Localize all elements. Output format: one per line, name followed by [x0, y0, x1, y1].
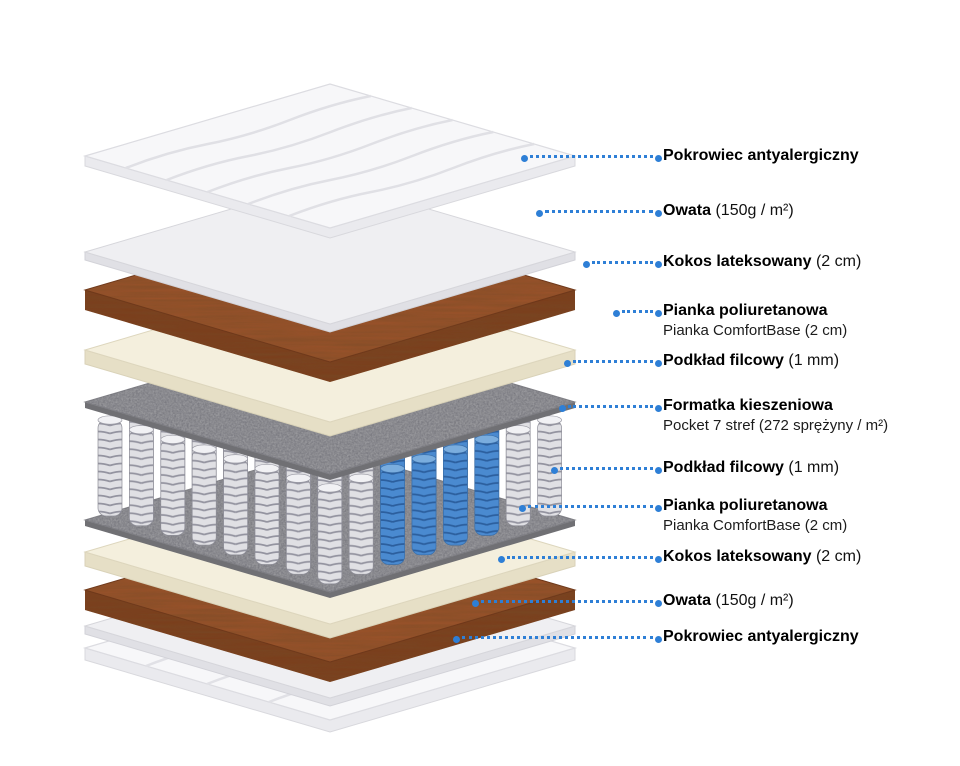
layer-label: Owata: [663, 592, 712, 609]
leader-line: [583, 261, 662, 268]
layer-label: Kokos lateksowany: [663, 548, 812, 565]
leader-line: [519, 505, 662, 512]
leader-line: [564, 360, 662, 367]
leader-line: [498, 556, 662, 563]
layer-detail: (2 cm): [815, 253, 862, 270]
layer-label: Pianka poliuretanowa: [663, 302, 828, 319]
mattress-illustration: [82, 83, 578, 733]
layer-detail: (2 cm): [815, 548, 862, 565]
layer-sublabel: Pianka ComfortBase (2 cm): [663, 322, 848, 339]
leader-line: [472, 600, 662, 607]
layer-detail: (150g / m²): [715, 202, 794, 219]
leader-line: [559, 405, 662, 412]
layer-label: Pianka poliuretanowa: [663, 497, 828, 514]
layer-label: Owata: [663, 202, 712, 219]
layer-sublabel: Pocket 7 stref (272 sprężyny / m²): [663, 417, 889, 434]
layer-label: Pokrowiec antyalergiczny: [663, 628, 859, 645]
layer-sublabel: Pianka ComfortBase (2 cm): [663, 517, 848, 534]
leader-line: [453, 636, 662, 643]
leader-line: [536, 210, 662, 217]
layer-label: Formatka kieszeniowa: [663, 397, 833, 414]
kokos-top-side-texture: [85, 290, 575, 382]
layer-owata-top: [83, 179, 577, 333]
leader-line: [613, 310, 662, 317]
layer-label: Podkład filcowy: [663, 352, 784, 369]
layer-detail: (1 mm): [788, 459, 840, 476]
layer-label: Kokos lateksowany: [663, 253, 812, 270]
layer-label: Podkład filcowy: [663, 459, 784, 476]
layer-detail: (150g / m²): [715, 592, 794, 609]
cover-top-quilt-lines: [125, 94, 535, 218]
layer-label: Pokrowiec antyalergiczny: [663, 147, 859, 164]
leader-line: [521, 155, 662, 162]
layer-detail: (1 mm): [788, 352, 840, 369]
leader-line: [551, 467, 662, 474]
